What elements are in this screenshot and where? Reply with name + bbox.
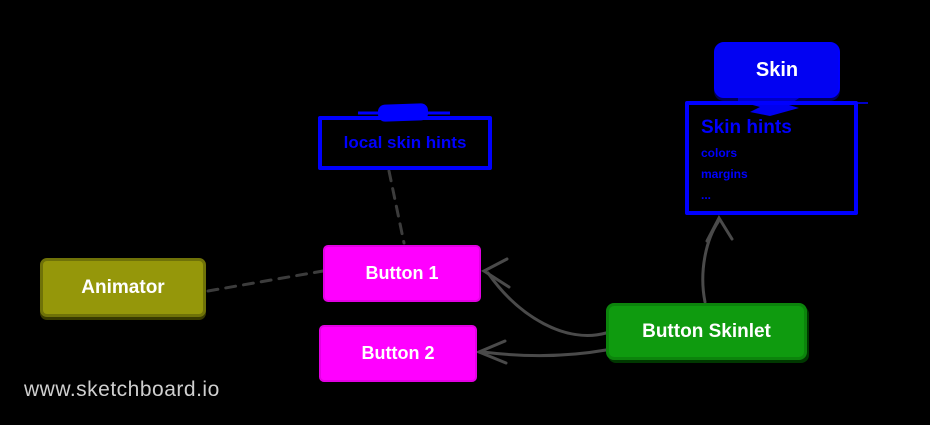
node-skin-hints-title: Skin hints <box>701 117 792 138</box>
node-local-skin-hints-label: local skin hints <box>343 133 467 152</box>
node-button-skinlet-label: Button Skinlet <box>642 320 771 342</box>
edge-localskinhints-button1[interactable] <box>387 169 406 245</box>
arrowhead-left-icon <box>481 257 511 289</box>
edge-skinlet-skinhints[interactable] <box>701 214 734 304</box>
edge-skinlet-button1[interactable] <box>481 257 608 337</box>
node-skin[interactable]: Skin <box>714 42 840 98</box>
node-animator[interactable]: Animator <box>40 258 206 317</box>
node-button1-label: Button 1 <box>365 263 439 283</box>
skin-hints-item: ... <box>701 188 712 202</box>
node-button2[interactable]: Button 2 <box>319 325 477 382</box>
skin-hints-item: margins <box>701 167 748 181</box>
node-button2-label: Button 2 <box>361 343 435 363</box>
arrowhead-left-icon <box>475 339 508 365</box>
node-button-skinlet[interactable]: Button Skinlet <box>606 303 807 360</box>
node-button1[interactable]: Button 1 <box>323 245 481 302</box>
edge-skinlet-button2[interactable] <box>475 339 608 365</box>
edge-animator-button1[interactable] <box>206 269 325 293</box>
node-skin-hints[interactable]: Skin hints colors margins ... <box>685 101 858 215</box>
skin-hints-item: colors <box>701 146 738 160</box>
node-local-skin-hints[interactable]: local skin hints <box>318 116 492 170</box>
node-animator-label: Animator <box>81 276 165 298</box>
sketchboard-watermark: www.sketchboard.io <box>24 378 220 401</box>
arrowhead-up-icon <box>705 214 734 243</box>
node-skin-label: Skin <box>755 58 799 81</box>
